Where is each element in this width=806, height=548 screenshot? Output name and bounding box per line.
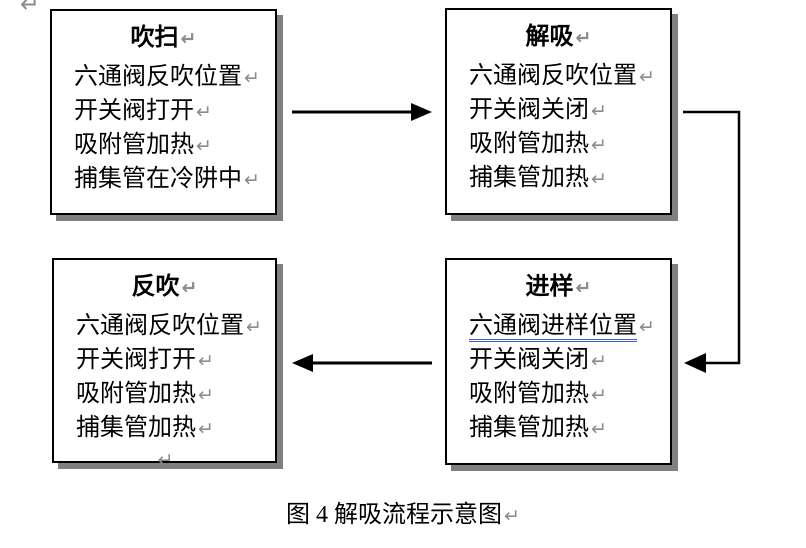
flow-box-backflush: 反吹↵ 六通阀反吹位置↵ 开关阀打开↵ 吸附管加热↵ 捕集管加热↵ ↵ <box>52 258 277 471</box>
line-break-mark: ↵ <box>157 449 174 471</box>
box-line: 吸附管加热↵ <box>469 128 670 162</box>
box-title-text: 解吸 <box>525 24 574 50</box>
figure-caption: 图 4 解吸流程示意图↵ <box>0 499 806 532</box>
box-line: 吸附管加热↵ <box>469 378 670 412</box>
line-text: 吸附管加热 <box>74 132 194 158</box>
line-break-mark: ↵ <box>196 135 212 157</box>
figure-caption-text: 图 4 解吸流程示意图 <box>286 502 503 528</box>
box-title: 进样↵ <box>447 274 670 301</box>
box-line: 开关阀打开↵ <box>76 344 275 378</box>
line-break-mark: ↵ <box>504 505 520 527</box>
line-text: 六通阀反吹位置 <box>469 63 637 89</box>
line-text: 吸附管加热 <box>469 381 589 407</box>
arrowhead-left-icon <box>292 354 313 372</box>
line-break-mark: ↵ <box>591 350 607 372</box>
box-title-text: 进样 <box>525 274 574 300</box>
line-text: 捕集管加热 <box>469 415 589 441</box>
line-text: 开关阀打开 <box>74 98 194 124</box>
line-break-mark: ↵ <box>639 316 655 338</box>
arrowhead-left-icon <box>684 353 706 373</box>
line-text: 捕集管加热 <box>76 415 196 441</box>
line-break-mark: ↵ <box>196 101 212 123</box>
box-line: 捕集管加热↵ <box>469 162 670 196</box>
line-break-mark: ↵ <box>591 168 607 190</box>
line-break-mark: ↵ <box>198 384 214 406</box>
line-text: 六通阀反吹位置 <box>76 313 244 339</box>
line-break-mark: ↵ <box>591 100 607 122</box>
line-text: 捕集管在冷阱中 <box>74 166 242 192</box>
box-title: 解吸↵ <box>447 24 670 51</box>
box-body: 六通阀反吹位置↵ 开关阀关闭↵ 吸附管加热↵ 捕集管加热↵ <box>447 60 670 196</box>
box-line: 六通阀进样位置↵ <box>469 310 670 344</box>
box-line: 吸附管加热↵ <box>76 378 275 412</box>
flow-box-purge: 吹扫↵ 六通阀反吹位置↵ 开关阀打开↵ 吸附管加热↵ 捕集管在冷阱中↵ <box>50 9 277 215</box>
empty-line: ↵ <box>76 446 275 473</box>
box-title: 反吹↵ <box>54 274 275 301</box>
box-line: 捕集管在冷阱中↵ <box>74 163 275 197</box>
line-break-mark: ↵ <box>575 277 592 299</box>
box-line: 吸附管加热↵ <box>74 129 275 163</box>
line-break-mark: ↵ <box>591 134 607 156</box>
flow-box-injection: 进样↵ 六通阀进样位置↵ 开关阀关闭↵ 吸附管加热↵ 捕集管加热↵ <box>445 258 672 465</box>
flow-box-desorption: 解吸↵ 六通阀反吹位置↵ 开关阀关闭↵ 吸附管加热↵ 捕集管加热↵ <box>445 8 672 215</box>
line-break-mark: ↵ <box>198 350 214 372</box>
arrowhead-right-icon <box>411 103 432 121</box>
box-line: 开关阀关闭↵ <box>469 344 670 378</box>
line-text: 开关阀打开 <box>76 347 196 373</box>
line-break-mark: ↵ <box>246 316 262 338</box>
arrow-desorption-to-injection <box>683 110 741 373</box>
line-text: 开关阀关闭 <box>469 347 589 373</box>
box-title-text: 吹扫 <box>130 25 179 51</box>
line-text: 吸附管加热 <box>469 131 589 157</box>
box-line: 捕集管加热↵ <box>76 412 275 446</box>
box-title: 吹扫↵ <box>52 25 275 52</box>
box-line: 六通阀反吹位置↵ <box>74 61 275 95</box>
box-line: 六通阀反吹位置↵ <box>469 60 670 94</box>
arrow-purge-to-desorption <box>292 103 432 121</box>
box-body: 六通阀反吹位置↵ 开关阀打开↵ 吸附管加热↵ 捕集管加热↵ ↵ <box>54 310 275 473</box>
box-body: 六通阀进样位置↵ 开关阀关闭↵ 吸附管加热↵ 捕集管加热↵ <box>447 310 670 446</box>
box-line: 六通阀反吹位置↵ <box>76 310 275 344</box>
paragraph-return-mark: ↵ <box>20 0 41 18</box>
box-line: 捕集管加热↵ <box>469 412 670 446</box>
box-title-text: 反吹 <box>131 274 180 300</box>
box-line: 开关阀打开↵ <box>74 95 275 129</box>
line-text-underlined: 六通阀进样位置 <box>469 313 637 342</box>
line-break-mark: ↵ <box>244 169 260 191</box>
box-body: 六通阀反吹位置↵ 开关阀打开↵ 吸附管加热↵ 捕集管在冷阱中↵ <box>52 61 275 197</box>
line-text: 捕集管加热 <box>469 165 589 191</box>
line-text: 六通阀反吹位置 <box>74 64 242 90</box>
arrow-injection-to-backflush <box>292 354 432 372</box>
line-break-mark: ↵ <box>180 28 197 50</box>
line-break-mark: ↵ <box>575 27 592 49</box>
line-break-mark: ↵ <box>181 277 198 299</box>
line-break-mark: ↵ <box>591 418 607 440</box>
line-break-mark: ↵ <box>591 384 607 406</box>
line-text: 开关阀关闭 <box>469 97 589 123</box>
line-break-mark: ↵ <box>244 67 260 89</box>
line-break-mark: ↵ <box>639 66 655 88</box>
line-break-mark: ↵ <box>198 418 214 440</box>
box-line: 开关阀关闭↵ <box>469 94 670 128</box>
line-text: 吸附管加热 <box>76 381 196 407</box>
